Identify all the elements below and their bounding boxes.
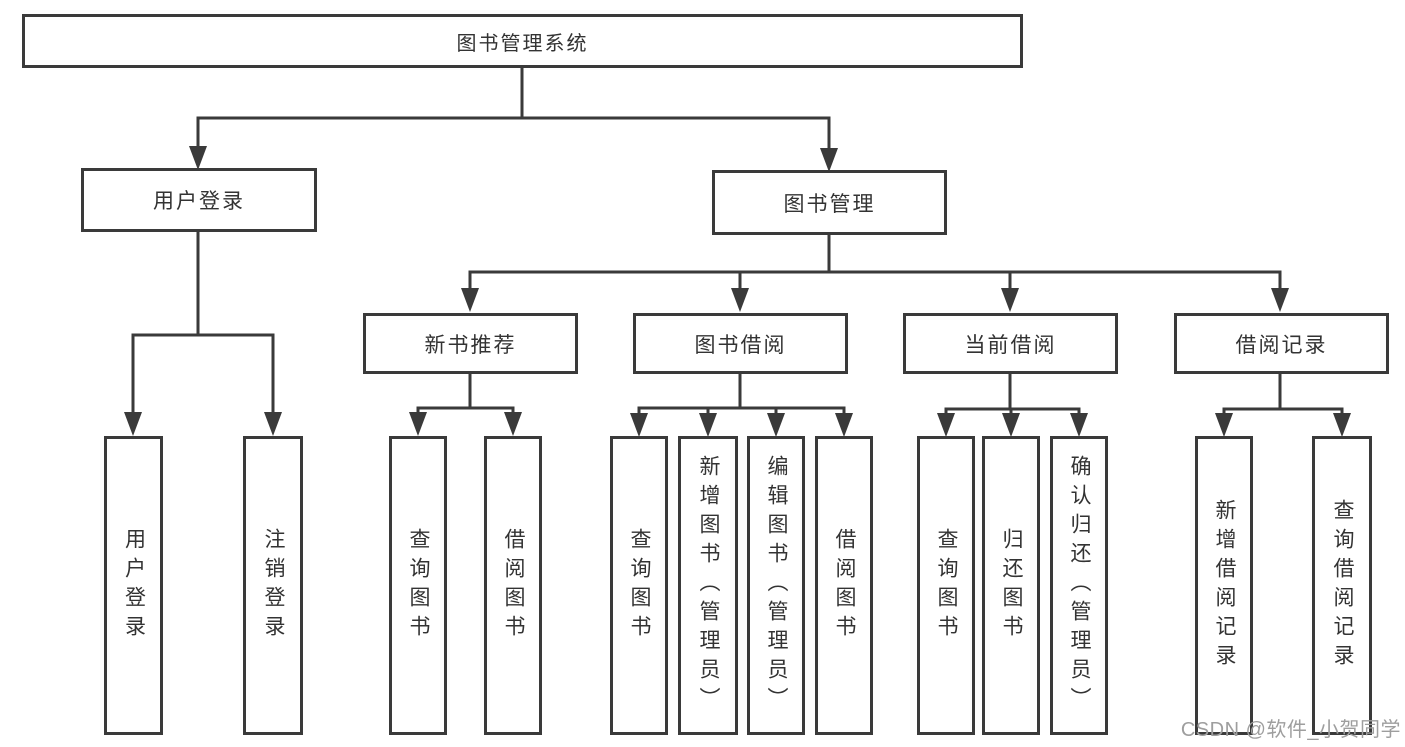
leaf-add-books-admin: 新增图书（管理员） bbox=[678, 436, 738, 735]
csdn-watermark: CSDN @软件_小贺同学 bbox=[1180, 719, 1401, 741]
leaf-logout: 注销登录 bbox=[243, 436, 303, 735]
node-label: 注销登录 bbox=[262, 527, 285, 644]
leaf-confirm-return-admin: 确认归还（管理员） bbox=[1050, 436, 1108, 735]
node-label: 借阅图书 bbox=[833, 527, 856, 644]
node-label: 图书管理 bbox=[783, 192, 876, 216]
node-label: 用户登录 bbox=[153, 190, 245, 213]
node-label: 借阅记录 bbox=[1235, 333, 1328, 357]
node-label: 编辑图书（管理员） bbox=[765, 455, 788, 716]
leaf-borrow-books: 借阅图书 bbox=[815, 436, 873, 735]
leaf-query-books-current: 查询图书 bbox=[917, 436, 975, 735]
node-label: 图书管理系统 bbox=[456, 32, 589, 55]
node-label: 确认归还（管理员） bbox=[1068, 455, 1091, 716]
leaf-borrow-books-recommend: 借阅图书 bbox=[484, 436, 542, 735]
node-label: 新增图书（管理员） bbox=[697, 455, 720, 716]
node-book-management: 图书管理 bbox=[712, 170, 947, 235]
node-label: 借阅图书 bbox=[502, 527, 525, 644]
node-label: 图书借阅 bbox=[694, 333, 787, 357]
node-label: 查询图书 bbox=[628, 527, 651, 644]
node-label: 新增借阅记录 bbox=[1213, 498, 1236, 673]
leaf-query-books-borrow: 查询图书 bbox=[610, 436, 668, 735]
node-current-borrowing: 当前借阅 bbox=[903, 313, 1118, 374]
node-library-management-system: 图书管理系统 bbox=[22, 14, 1023, 68]
node-label: 查询图书 bbox=[935, 527, 958, 644]
node-label: 新书推荐 bbox=[424, 333, 517, 357]
node-label: 当前借阅 bbox=[964, 333, 1057, 357]
node-user-login: 用户登录 bbox=[81, 168, 317, 232]
leaf-query-books-recommend: 查询图书 bbox=[389, 436, 447, 735]
leaf-query-borrow-record: 查询借阅记录 bbox=[1312, 436, 1372, 735]
node-borrowing-records: 借阅记录 bbox=[1174, 313, 1389, 374]
node-book-borrowing: 图书借阅 bbox=[633, 313, 848, 374]
node-label: 归还图书 bbox=[1000, 527, 1023, 644]
leaf-return-books: 归还图书 bbox=[982, 436, 1040, 735]
node-label: 查询图书 bbox=[407, 527, 430, 644]
node-label: 用户登录 bbox=[122, 527, 146, 644]
leaf-add-borrow-record: 新增借阅记录 bbox=[1195, 436, 1253, 735]
node-new-book-recommendation: 新书推荐 bbox=[363, 313, 578, 374]
leaf-user-login: 用户登录 bbox=[104, 436, 163, 735]
leaf-edit-books-admin: 编辑图书（管理员） bbox=[747, 436, 805, 735]
node-label: 查询借阅记录 bbox=[1331, 498, 1354, 673]
